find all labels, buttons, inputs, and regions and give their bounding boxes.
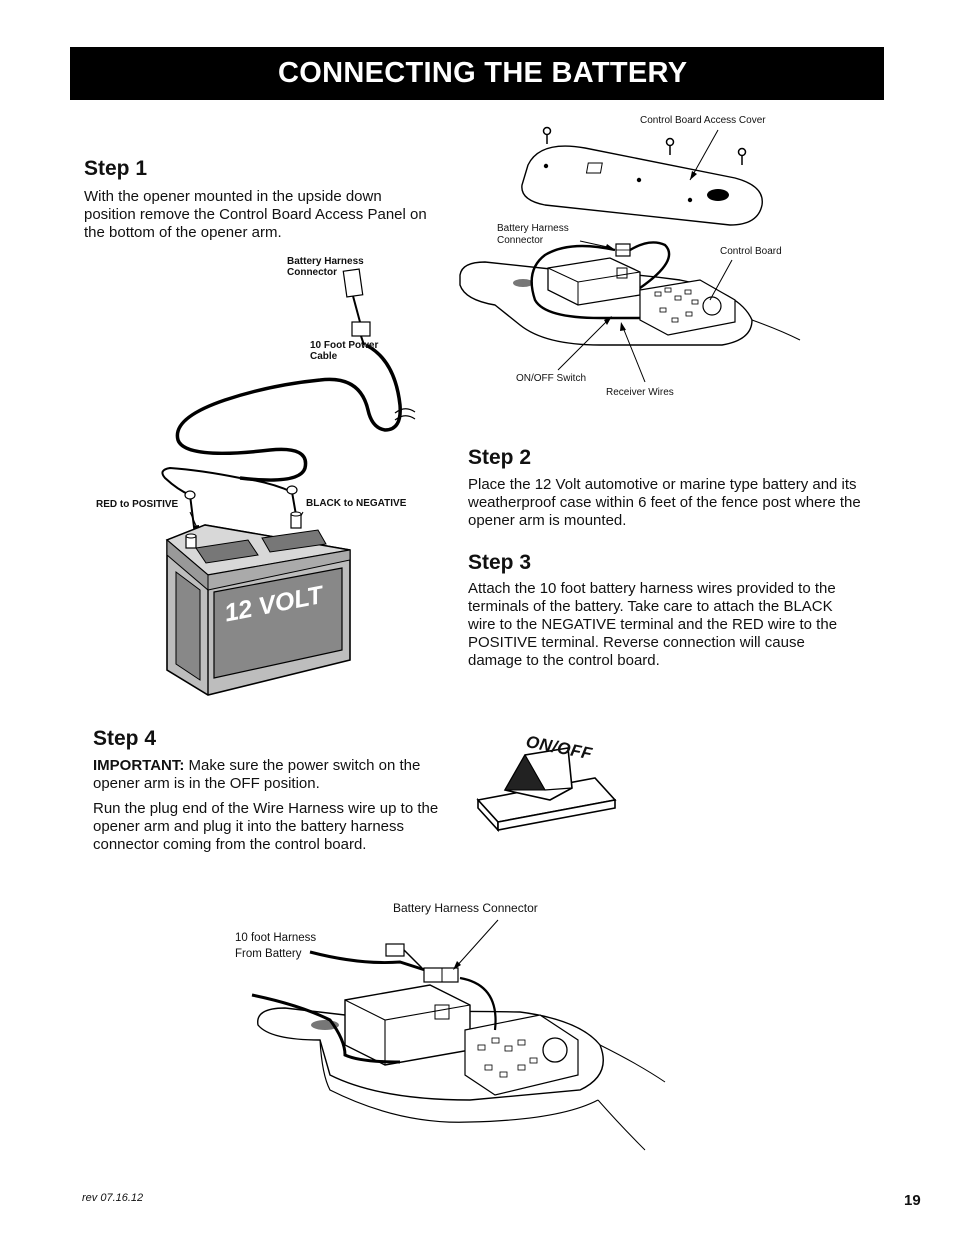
important-text: Make sure the power switch on the opener… — [93, 757, 421, 792]
page-title: CONNECTING THE BATTERY — [278, 57, 688, 89]
revision-label: rev 07.16.12 — [82, 1192, 144, 1204]
battery-12-volt-label: 12 VOLT — [222, 581, 326, 628]
label-red-to-positive: RED to POSITIVE — [96, 499, 179, 510]
label-battery-harness-connector-top: Battery Harness Connector — [497, 223, 569, 246]
label-black-to-negative: BLACK to NEGATIVE — [306, 498, 407, 509]
page-number: 19 — [904, 1192, 921, 1209]
label-harness-from-battery: 10 foot Harness From Battery — [235, 932, 317, 960]
important-label: IMPORTANT: — [93, 757, 185, 774]
label-battery-harness-connector-left: Battery Harness Connector — [287, 256, 364, 278]
step1-text: With the opener mounted in the upside do… — [84, 188, 427, 241]
label-battery-harness-connector-bottom: Battery Harness Connector — [393, 901, 538, 915]
header-banner: CONNECTING THE BATTERY — [70, 47, 884, 100]
switch-on-off-label: ON/OFF — [524, 732, 594, 764]
step2-text: Place the 12 Volt automotive or marine t… — [468, 476, 861, 529]
label-power-cable: 10 Foot Power Cable — [310, 340, 379, 362]
step4-text: Run the plug end of the Wire Harness wir… — [93, 800, 439, 853]
step1-heading: Step 1 — [84, 157, 148, 180]
step3-heading: Step 3 — [468, 551, 532, 574]
label-control-board-access-cover: Control Board Access Cover — [640, 115, 766, 126]
label-receiver-wires: Receiver Wires — [606, 387, 674, 398]
step4-important: IMPORTANT: Make sure the power switch on… — [93, 757, 453, 793]
step3-text: Attach the 10 foot battery harness wires… — [468, 580, 838, 669]
label-control-board: Control Board — [720, 246, 782, 257]
step2-heading: Step 2 — [468, 446, 532, 469]
step4-heading: Step 4 — [93, 727, 157, 750]
label-on-off-switch: ON/OFF Switch — [516, 373, 587, 384]
